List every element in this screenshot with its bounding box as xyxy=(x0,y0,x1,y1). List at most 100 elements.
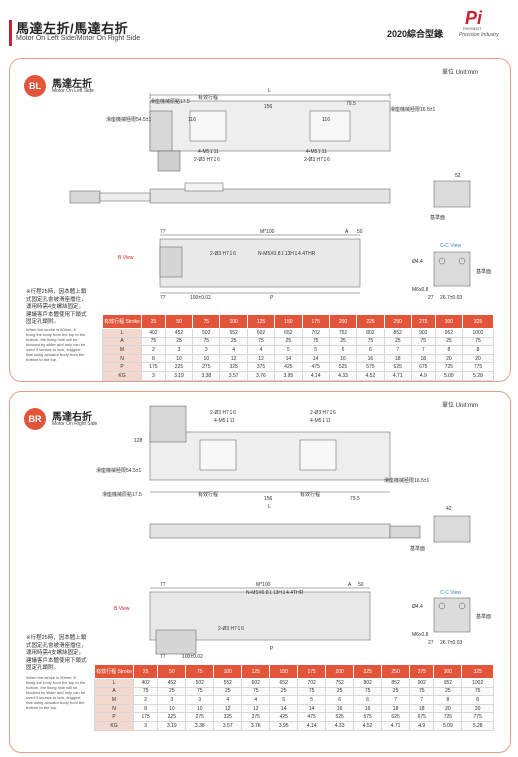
svg-text:基準面: 基準面 xyxy=(410,545,425,552)
table-cell: 4.71 xyxy=(381,720,411,731)
table-cell: 3.57 xyxy=(213,720,243,731)
header-accent-bar xyxy=(9,20,12,46)
table-cell: 375 xyxy=(241,712,271,722)
table-cell: 2 xyxy=(132,695,159,705)
table-header-cell: 50 xyxy=(164,314,194,329)
stroke-note-zh: ※行程25時，因本體上鎖式固定孔會被滑座擋住，運用時需4支螺絲固定，建議客戶本體… xyxy=(26,289,87,325)
table-header-cell: 200 xyxy=(325,664,355,679)
table-cell: 175 xyxy=(141,362,166,372)
actuator-bottom-view xyxy=(159,238,361,288)
table-cell: 752 xyxy=(328,328,358,338)
table-cell: 8 xyxy=(462,345,494,355)
table-cell: 852 xyxy=(383,328,412,338)
svg-text:M*100: M*100 xyxy=(256,582,271,588)
section-badge: BR xyxy=(24,408,46,430)
svg-text:P: P xyxy=(270,646,274,652)
table-cell: 902 xyxy=(410,328,436,338)
table-cell: 10 xyxy=(164,353,194,364)
table-cell: 5 xyxy=(301,345,330,355)
table-cell: 14 xyxy=(301,353,330,364)
table-cell: 75 xyxy=(461,686,494,697)
table-cell: 10 xyxy=(192,353,221,364)
actuator-top-view xyxy=(149,431,391,481)
table-cell: 775 xyxy=(462,362,494,372)
svg-text:滑座機械極限54.5±1: 滑座機械極限54.5±1 xyxy=(96,467,141,474)
table-cell: 602 xyxy=(241,678,271,688)
table-cell: 25 xyxy=(157,686,187,697)
technical-drawing-bl: L 有效行程 滑座機械原點17.5 156 79.5 滑座機械極限16.5±1 … xyxy=(69,88,491,301)
table-header-cell: 275 xyxy=(410,314,436,329)
svg-text:2-Ø3 H7↧6: 2-Ø3 H7↧6 xyxy=(210,251,236,257)
table-cell: 952 xyxy=(433,678,463,688)
table-cell: 12 xyxy=(246,353,276,364)
table-cell: 325 xyxy=(213,712,243,722)
svg-text:77: 77 xyxy=(160,582,166,588)
svg-text:156: 156 xyxy=(264,496,273,502)
unit-label: 單位 Unit:mm xyxy=(442,70,479,76)
table-cell: 502 xyxy=(192,328,221,338)
table-header-cell: 50 xyxy=(157,664,187,679)
table-cell: 16 xyxy=(325,703,355,714)
svg-text:基準面: 基準面 xyxy=(430,214,445,221)
table-cell: 475 xyxy=(301,362,330,372)
table-cell: 725 xyxy=(433,712,463,722)
svg-text:100±0.02: 100±0.02 xyxy=(182,654,203,660)
table-cell: 14 xyxy=(274,353,303,364)
table-cell: 4.33 xyxy=(328,370,358,381)
table-cell: 802 xyxy=(353,678,383,688)
table-cell: 4.9 xyxy=(410,370,436,381)
table-cell: 4 xyxy=(246,345,276,355)
svg-text:79.5: 79.5 xyxy=(346,101,356,107)
table-cell: 652 xyxy=(274,328,303,338)
svg-text:77: 77 xyxy=(160,295,166,301)
svg-text:128: 128 xyxy=(134,438,143,444)
svg-text:滑座機械原點17.5: 滑座機械原點17.5 xyxy=(102,491,142,498)
table-cell: 14 xyxy=(269,703,299,714)
svg-text:A: A xyxy=(348,582,352,588)
table-cell: 20 xyxy=(461,703,494,714)
table-cell: 3.95 xyxy=(269,720,299,731)
svg-text:C-C View: C-C View xyxy=(440,243,461,249)
table-cell: 75 xyxy=(185,686,215,697)
table-cell: 952 xyxy=(434,328,464,338)
svg-text:116: 116 xyxy=(188,117,196,123)
table-cell: 6 xyxy=(328,345,358,355)
end-view xyxy=(433,180,471,208)
table-cell: 802 xyxy=(356,328,385,338)
row-label: M xyxy=(94,695,134,705)
table-cell: 225 xyxy=(157,712,187,722)
stroke-note-zh: ※行程25時，因本體上鎖式固定孔會被滑座擋住，運用時需4支螺絲固定，建議客戶本體… xyxy=(26,635,87,671)
table-header-cell: 25 xyxy=(132,664,159,679)
table-cell: 5 xyxy=(274,345,303,355)
logo-tagline: Precision Industry xyxy=(459,32,499,38)
table-cell: 12 xyxy=(241,703,271,714)
table-cell: 5.09 xyxy=(434,370,464,381)
table-cell: 7 xyxy=(410,345,436,355)
table-cell: 425 xyxy=(269,712,299,722)
svg-text:2-Ø3 H7↧6: 2-Ø3 H7↧6 xyxy=(304,157,330,163)
svg-text:有效行程: 有效行程 xyxy=(198,491,218,498)
table-cell: 3.38 xyxy=(185,720,215,731)
table-cell: 4.71 xyxy=(383,370,412,381)
svg-text:滑座機械原點17.5: 滑座機械原點17.5 xyxy=(150,98,190,105)
table-cell: 602 xyxy=(246,328,276,338)
table-cell: 25 xyxy=(269,686,299,697)
svg-text:P: P xyxy=(270,295,274,301)
table-cell: 3 xyxy=(185,695,215,705)
svg-text:50: 50 xyxy=(357,229,363,235)
svg-text:M6x0.8: M6x0.8 xyxy=(412,632,429,638)
svg-text:基準面: 基準面 xyxy=(476,268,491,275)
table-cell: 325 xyxy=(219,362,248,372)
table-header-cell: 125 xyxy=(246,314,276,329)
table-header-stroke: 有效行程 Stroke xyxy=(102,314,142,329)
table-cell: 12 xyxy=(213,703,243,714)
svg-text:2-Ø3 H7↧6: 2-Ø3 H7↧6 xyxy=(194,157,220,163)
